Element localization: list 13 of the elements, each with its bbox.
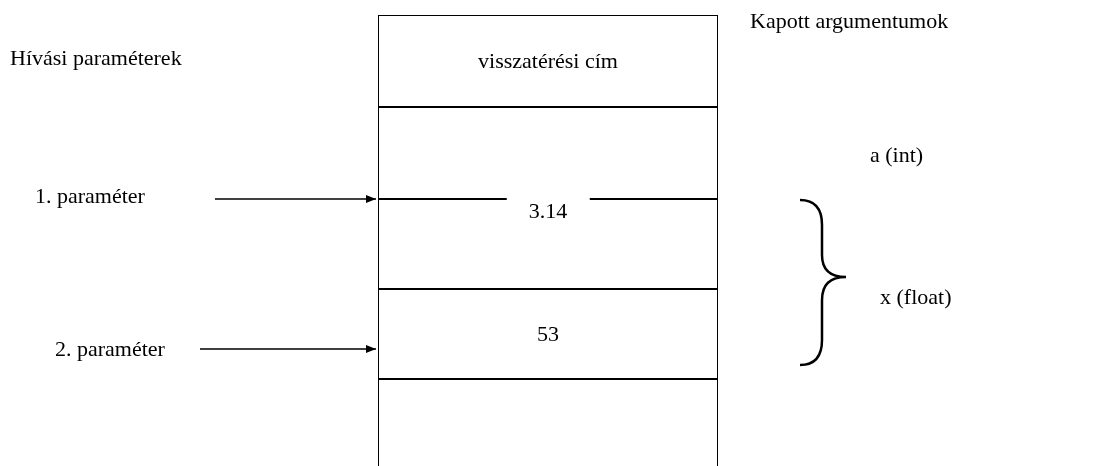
heading-text: Kapott argumentumok — [750, 8, 949, 34]
parameter-label: 2. paraméter — [55, 336, 165, 362]
type-label: a (int) — [870, 142, 924, 168]
type-label: x (float) — [880, 284, 952, 310]
heading-text: Hívási paraméterek — [10, 45, 182, 71]
arrow — [214, 195, 377, 203]
arrow — [199, 345, 377, 353]
stack-cell — [378, 379, 718, 466]
stack-cell — [378, 289, 718, 379]
stack-cell — [378, 199, 718, 289]
stack-cell — [378, 107, 718, 199]
stack-cell — [378, 15, 718, 107]
parameter-label: 1. paraméter — [35, 183, 145, 209]
